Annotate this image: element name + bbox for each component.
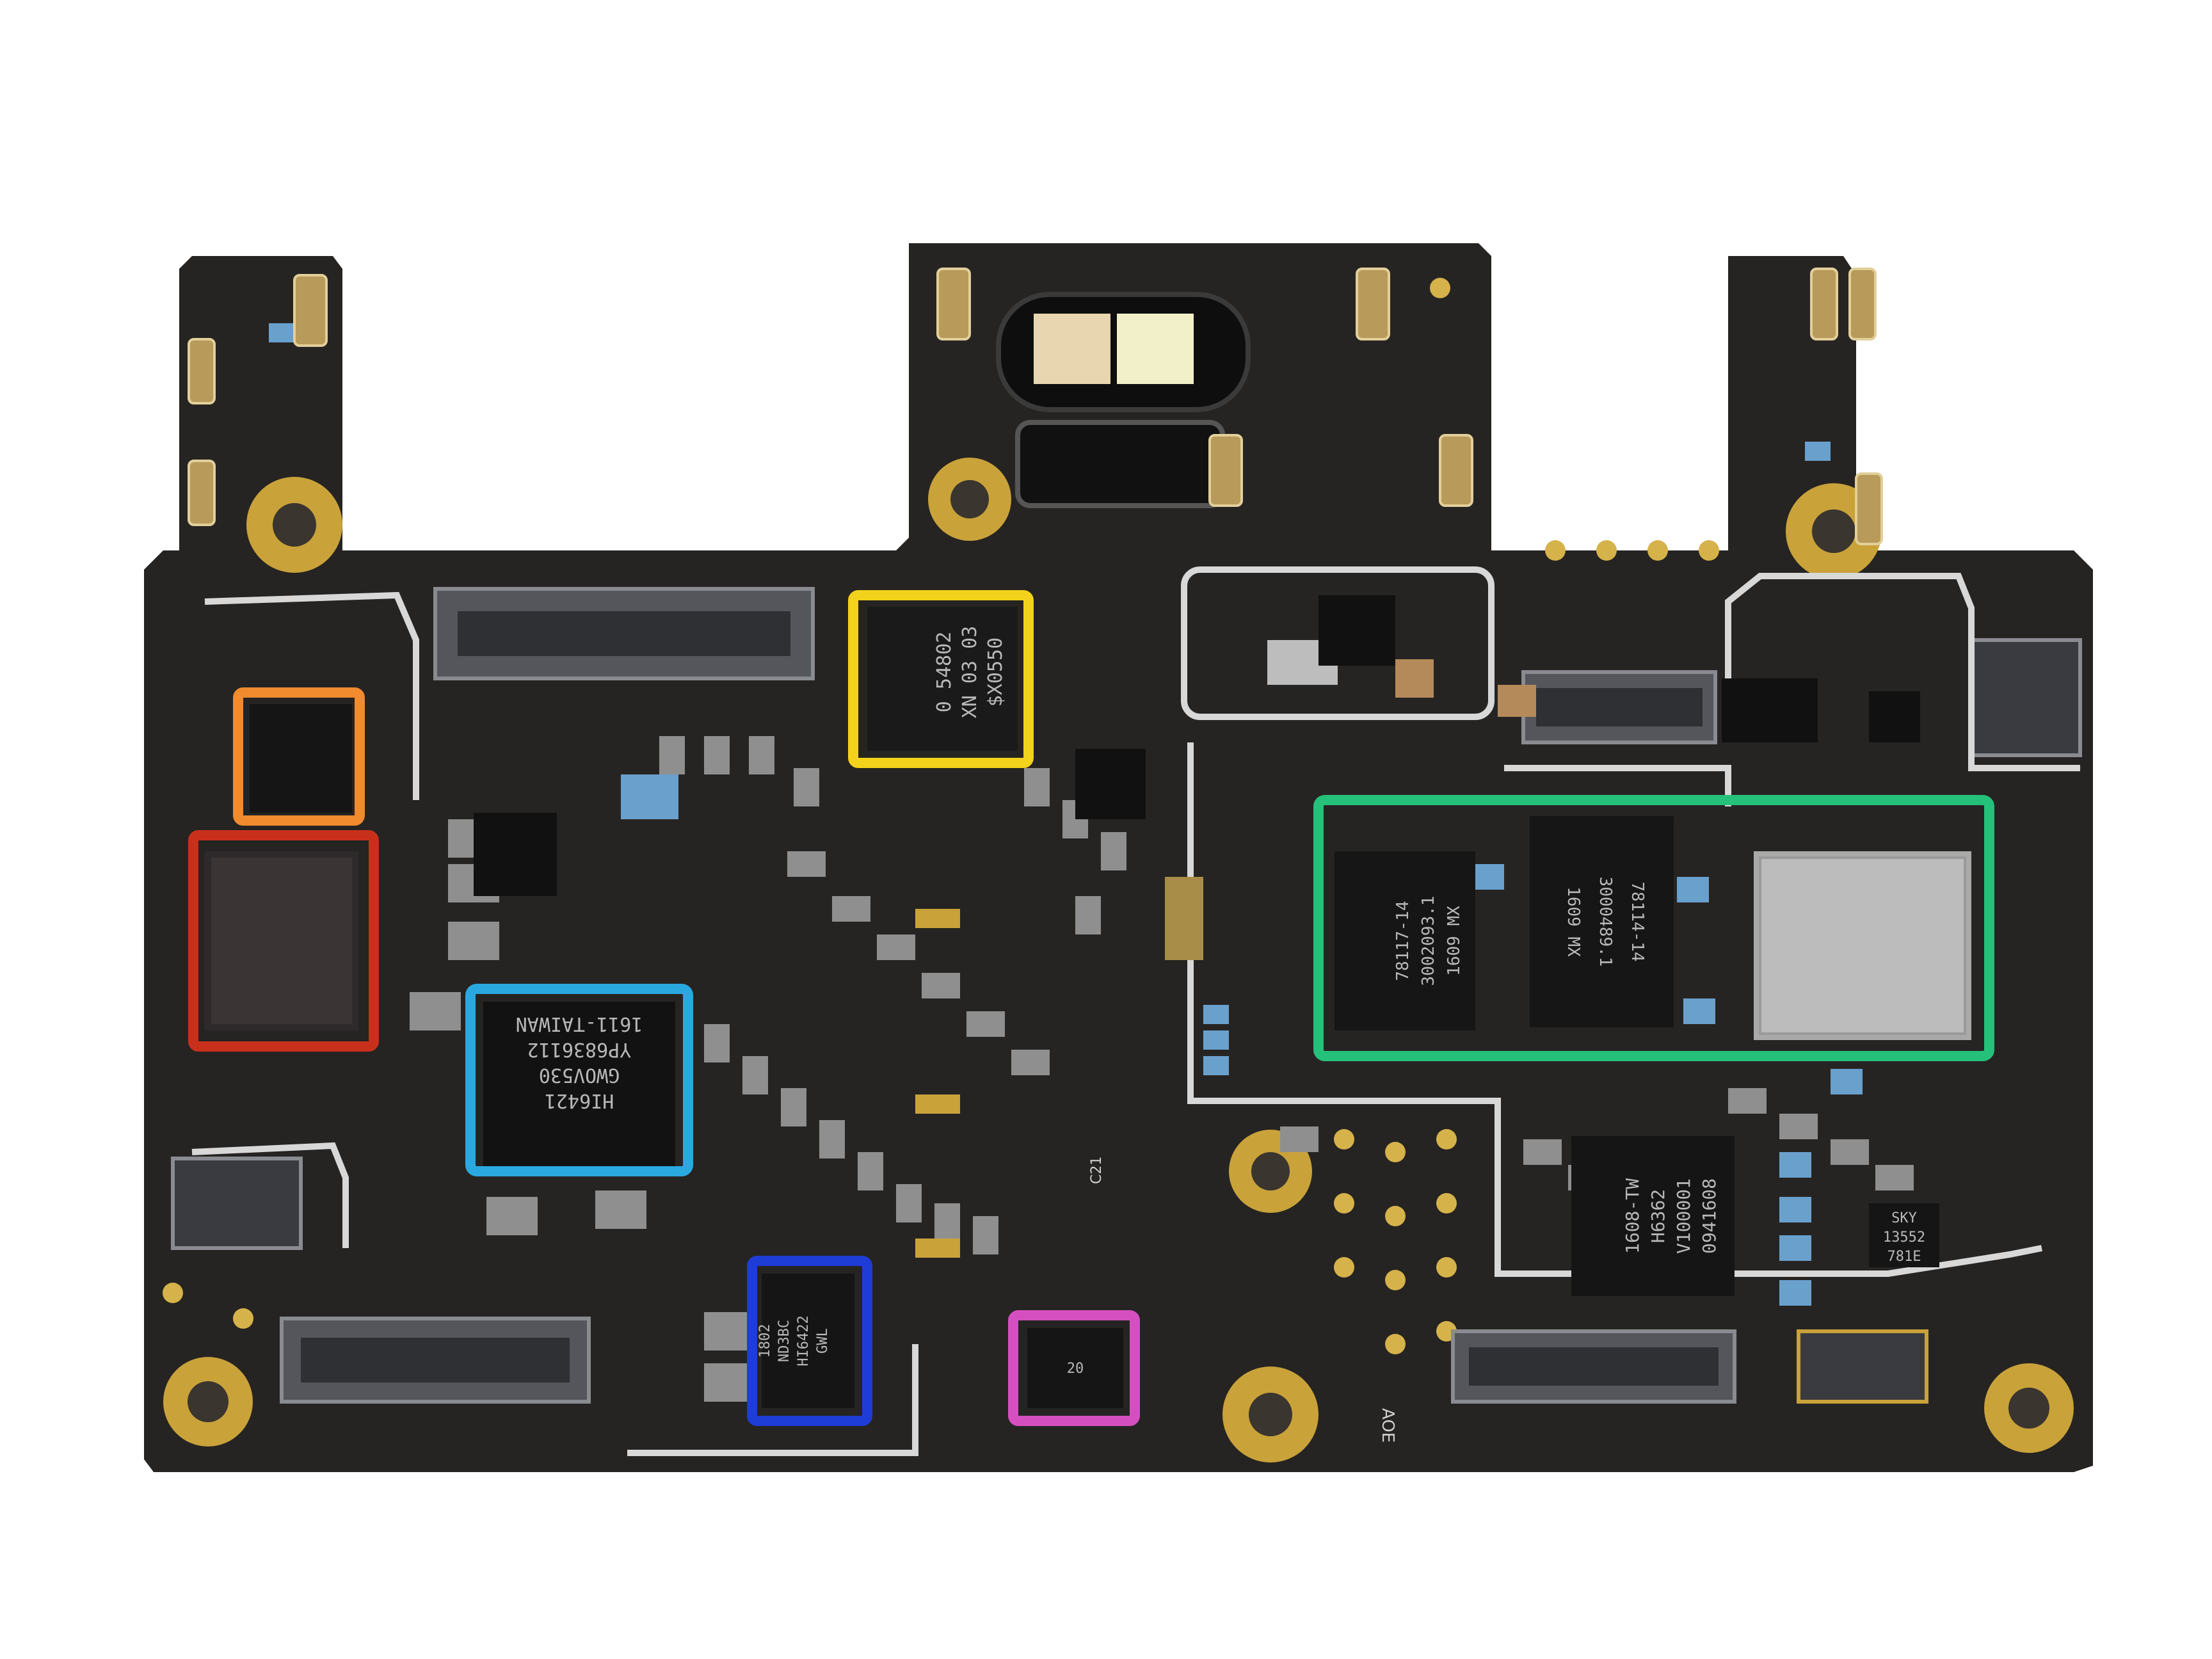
silkscreen-label-a: AOE [1378,1408,1397,1443]
dark-blue-highlighted-chip: HI6422 GWL ND3BC 1802 [747,1256,872,1426]
test-point-grid [163,278,1719,1354]
lower-right-chip: H6362 V100001 0941608 1608-TW [1571,1136,1735,1296]
green-left-chip-line-2: 3002093.1 [1419,896,1438,986]
small-right-chip: SKY 13552 781E [1869,1203,1939,1267]
light-blue-chip-line-3: GWOV530 [539,1064,620,1086]
small-right-chip-line-1: SKY [1891,1210,1917,1226]
lower-right-chip-line-3: 0941608 [1699,1178,1720,1254]
yellow-highlight-box [848,590,1034,768]
red-highlight-box [188,830,379,1052]
light-blue-highlight-box [465,984,693,1176]
dark-blue-chip-line-2: GWL [815,1328,831,1354]
silkscreen-label-b: C21 [1089,1157,1105,1184]
dark-blue-chip-line-3: ND3BC [776,1320,792,1362]
lower-right-chip-line-2: V100001 [1673,1178,1694,1254]
yellow-chip-line-1: 0 54802 [933,632,956,712]
green-mid-chip-line-3: 78114-14 [1628,881,1647,961]
lower-right-chip-line-4: 1608-TW [1622,1178,1643,1254]
green-left-chip-line-3: 1609 MX [1445,906,1464,976]
blue-capacitors [269,323,1863,1306]
connectors [171,587,2082,1404]
red-highlighted-chip [188,830,379,1052]
orange-highlight-box [233,687,365,826]
spring-contacts [188,268,1883,545]
misc-ics [474,595,1920,896]
light-blue-chip-line-4: HI6421 [545,1089,614,1112]
flash-module [996,292,1251,508]
light-blue-highlighted-chip: 1611-TAIWAN YP6836112 GWOV530 HI6421 [465,984,693,1176]
dark-blue-chip-line-4: 1802 [757,1324,773,1358]
shield-frames [191,566,2080,1456]
yellow-chip-line-3: $X0550 [984,637,1007,707]
green-left-chip-line-1: 78117-14 [1393,901,1413,981]
small-right-chip-line-2: 13552 [1883,1230,1925,1246]
dark-blue-chip-line-1: HI6422 [796,1315,812,1366]
yellow-chip-line-2: XN 03 03 [959,626,981,719]
small-right-chip-line-3: 781E [1887,1249,1921,1265]
green-highlighted-module: 78117-14 3002093.1 1609 MX 1609 MX 30004… [1313,795,1994,1061]
mounting-holes [163,458,2074,1463]
light-blue-chip-line-2: YP6836112 [527,1038,632,1061]
green-mid-chip-line-1: 1609 MX [1564,886,1583,957]
orange-highlighted-chip [233,687,365,826]
magenta-highlight-box [1008,1310,1140,1426]
magenta-highlighted-chip: 20 [1008,1310,1140,1426]
light-blue-chip-line-1: 1611-TAIWAN [516,1013,643,1035]
dark-blue-highlight-box [747,1256,872,1426]
magenta-chip-line-1: 20 [1067,1361,1084,1377]
lower-right-chip-line-1: H6362 [1647,1189,1669,1243]
green-highlight-box [1313,795,1994,1061]
yellow-highlighted-chip: 0 54802 XN 03 03 $X0550 [848,590,1034,768]
green-mid-chip-line-2: 3000489.1 [1596,877,1615,967]
